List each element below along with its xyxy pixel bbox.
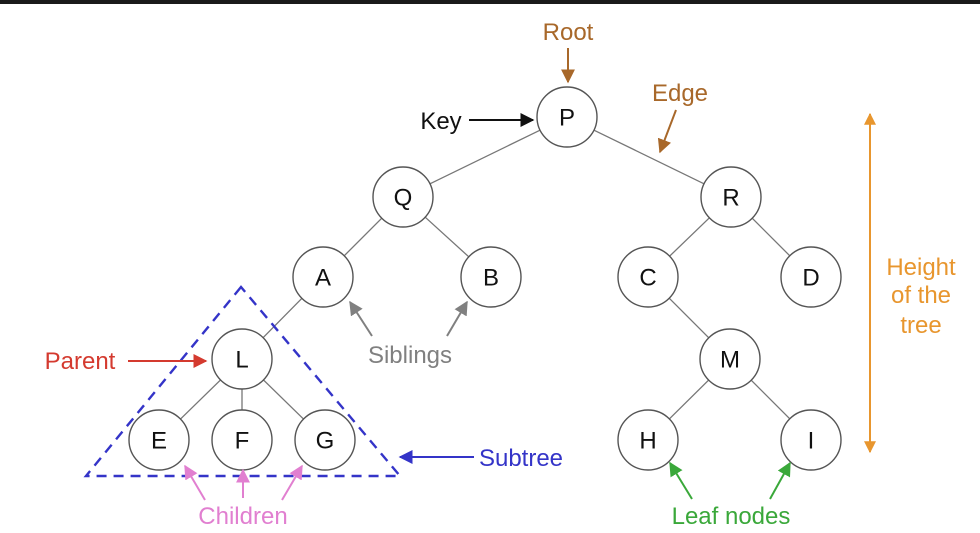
tree-node-m: M [699,328,761,390]
tree-node-label: E [151,428,167,455]
tree-node-label: Q [394,185,413,212]
subtree-outline [83,285,403,478]
siblings-label: Siblings [368,342,452,369]
tree-node-label: I [808,428,815,455]
key-label: Key [420,108,461,135]
tree-node-d: D [780,246,842,308]
tree-node-label: D [802,265,819,292]
tree-edge-c-m [668,297,710,339]
tree-node-e: E [128,409,190,471]
tree-node-a: A [292,246,354,308]
tree-node-label: L [235,347,248,374]
tree-edge-q-a [343,217,383,257]
tree-node-circle [699,328,761,390]
tree-node-p: P [536,86,598,148]
tree-node-r: R [700,166,762,228]
tree-edge-p-q [429,129,541,185]
children-label: Children [198,503,287,528]
tree-node-i: I [780,409,842,471]
children-arrow-left [184,464,206,501]
tree-node-l: L [211,328,273,390]
tree-node-h: H [617,409,679,471]
tree-node-c: C [617,246,679,308]
tree-node-circle [700,166,762,228]
children-arrow-right [281,464,303,501]
tree-node-label: G [316,428,335,455]
root-label: Root [543,19,594,46]
tree-edge-r-d [751,217,791,257]
tree-edge-p-r [593,129,705,185]
tree-node-circle [292,246,354,308]
leaf-arrow-left [669,461,693,500]
tree-node-label: A [315,265,331,292]
tree-node-q: Q [372,166,434,228]
height-label-line1: Height [886,254,956,281]
tree-edge-r-c [669,217,710,257]
edge-arrow [657,109,677,154]
height-label-line2: of the [891,282,951,309]
leaf-arrow-right [769,461,791,500]
tree-node-label: M [720,347,740,374]
tree-node-circle [780,246,842,308]
tree-node-circle [211,328,273,390]
tree-node-circle [128,409,190,471]
tree-node-f: F [211,409,273,471]
tree-node-circle [617,409,679,471]
tree-node-label: F [235,428,250,455]
tree-node-label: C [639,265,656,292]
parent-label: Parent [45,348,116,375]
siblings-arrow-left [349,300,373,337]
tree-node-circle [372,166,434,228]
tree-node-g: G [294,409,356,471]
tree-node-label: H [639,428,656,455]
height-label-line3: tree [900,312,941,339]
subtree-label: Subtree [479,445,563,472]
tree-node-b: B [460,246,522,308]
tree-node-label: P [559,105,575,132]
tree-edge-l-e [180,379,221,420]
top-border [0,0,980,4]
tree-node-label: B [483,265,499,292]
edges-layer [180,129,791,420]
tree-node-circle [780,409,842,471]
tree-node-label: R [722,185,739,212]
tree-node-circle [617,246,679,308]
leaf-nodes-label: Leaf nodes [672,503,791,528]
tree-node-circle [460,246,522,308]
tree-edge-m-i [750,379,791,420]
nodes-layer: P Q R A B C D L M E F G H I [128,86,842,471]
tree-node-circle [294,409,356,471]
tree-node-circle [536,86,598,148]
tree-edge-a-l [262,297,303,339]
tree-edge-m-h [668,379,710,420]
tree-edge-q-b [424,216,470,258]
tree-edge-l-g [263,379,304,420]
edge-label: Edge [652,80,708,107]
siblings-arrow-right [446,300,468,337]
